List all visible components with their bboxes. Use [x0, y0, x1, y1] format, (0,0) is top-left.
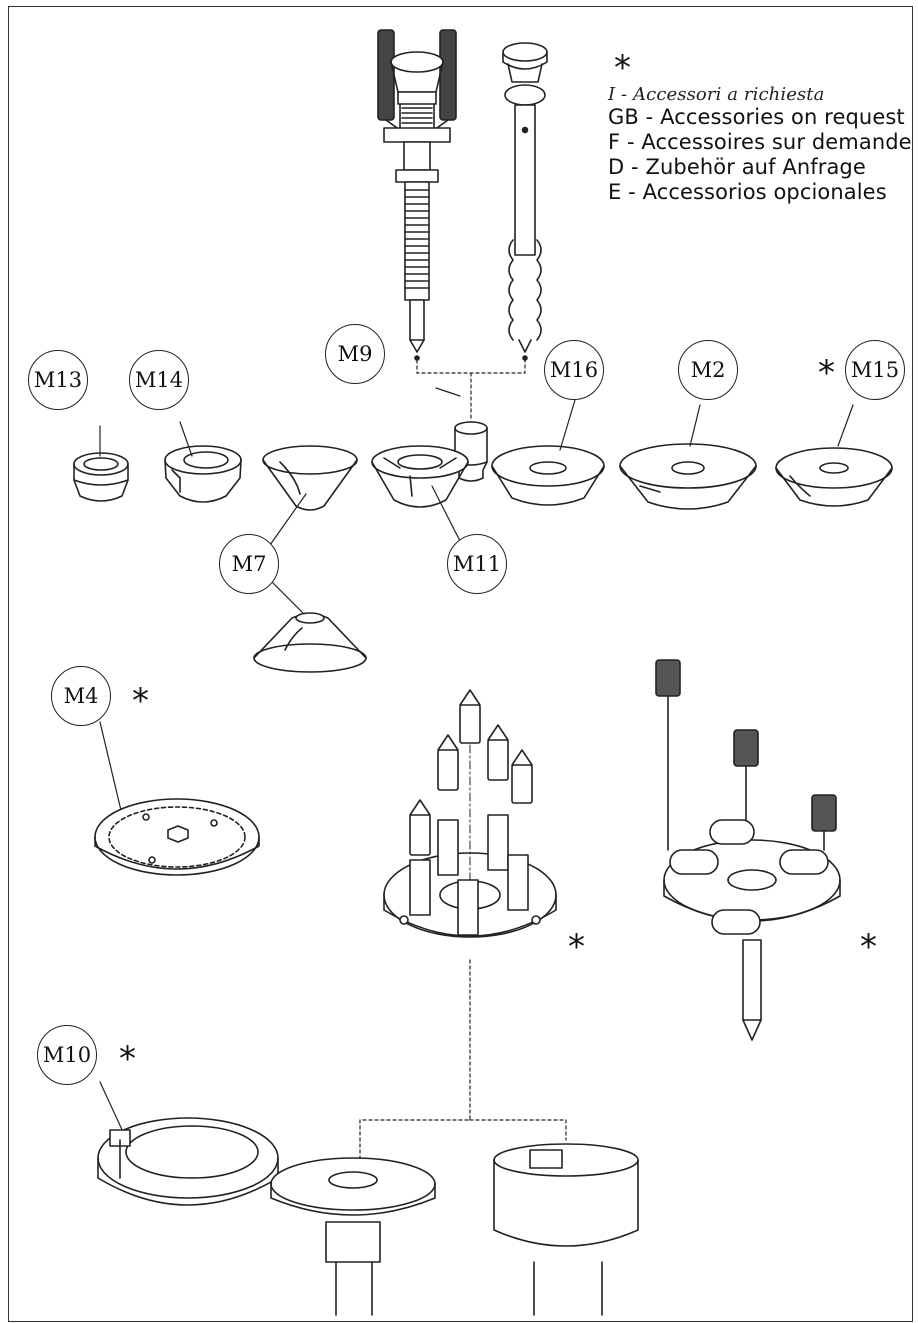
callout-m10: M10: [37, 1025, 97, 1085]
callout-m4: M4: [51, 666, 111, 726]
m7-large-cone-drawing: [262, 445, 358, 511]
m9-adapter-drawing: [454, 421, 488, 482]
legend-asterisk: *: [614, 48, 631, 88]
callout-m11: M11: [447, 534, 507, 594]
callout-m15: M15: [845, 340, 905, 400]
clamp-plate-drawing: [655, 659, 841, 1041]
asterisk-m10: *: [119, 1039, 136, 1079]
page-frame: [8, 6, 913, 1322]
m13-cone-drawing: [73, 452, 129, 502]
asterisk-m4: *: [132, 681, 149, 721]
callout-m16: M16: [544, 340, 604, 400]
base-left-drawing: [270, 1157, 436, 1316]
connector-lines: [416, 359, 526, 419]
pin-plate-drawing: [383, 689, 557, 938]
legend-line-e: E - Accessorios opcionales: [608, 179, 887, 204]
base-right-drawing: [493, 1143, 639, 1316]
legend-line-f: F - Accessoires sur demande: [608, 130, 912, 154]
base-connector-lines: [359, 959, 567, 1201]
m10-ring-drawing: [97, 1117, 279, 1206]
m16-cone-drawing: [491, 445, 605, 506]
quick-release-nut-drawing: [377, 29, 457, 361]
m7-small-cone-drawing: [253, 612, 367, 673]
callout-m14: M14: [129, 350, 189, 410]
callout-m13: M13: [28, 350, 88, 410]
m15-cone-drawing: [775, 447, 893, 507]
threaded-shaft-drawing: [502, 42, 548, 361]
callout-m7: M7: [219, 534, 279, 594]
asterisk-clamp-plate: *: [860, 927, 877, 967]
legend: * I - Accessori a richiesta GB - Accesso…: [608, 48, 912, 204]
m14-cone-drawing: [164, 445, 242, 503]
legend-line-it: I - Accessori a richiesta: [608, 84, 825, 105]
m11-cone-drawing: [371, 445, 469, 508]
asterisk-m15: *: [818, 353, 835, 393]
callout-m2: M2: [678, 340, 738, 400]
m2-cone-drawing: [619, 443, 757, 510]
legend-line-d: D - Zubehör auf Anfrage: [608, 154, 866, 179]
legend-line-gb: GB - Accessories on request: [608, 105, 905, 130]
callout-m9: M9: [325, 324, 385, 384]
m4-plate-drawing: [94, 798, 260, 876]
asterisk-pin-plate: *: [568, 927, 585, 967]
